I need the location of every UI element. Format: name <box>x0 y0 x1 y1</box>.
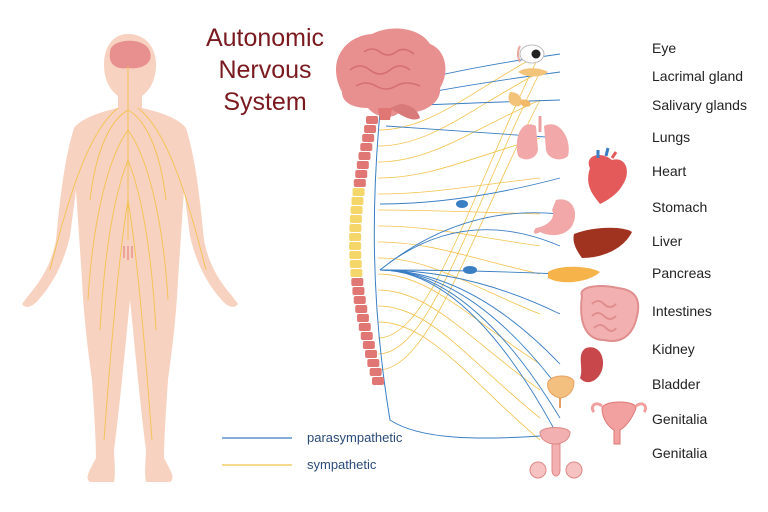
lacrimal-gland-icon <box>518 68 548 77</box>
sympathetic-nerve <box>377 257 541 315</box>
kidney-icon <box>580 347 604 383</box>
title-line-2: Nervous <box>218 56 312 84</box>
vertebra <box>352 287 365 295</box>
lungs-icon <box>516 116 569 160</box>
vertebra <box>355 170 368 178</box>
vertebra <box>356 314 369 322</box>
heart-icon <box>588 147 627 204</box>
parasympathetic-nerve <box>379 269 561 441</box>
vertebra <box>372 377 384 385</box>
figure-nerves <box>49 66 207 441</box>
parasympathetic-nerve <box>379 177 561 205</box>
human-body-figure <box>22 34 238 482</box>
head-brain-icon <box>109 40 151 69</box>
vertebra <box>349 251 362 259</box>
vertebra <box>351 278 364 286</box>
label-stomach: Stomach <box>652 199 708 215</box>
parasympathetic-nerve <box>379 269 561 315</box>
liver-icon <box>573 227 632 258</box>
parasympathetic-nerve <box>379 229 561 271</box>
vertebra <box>367 359 380 367</box>
sympathetic-nerve <box>377 53 541 131</box>
vertebra <box>349 260 362 268</box>
vertebra <box>358 323 371 331</box>
sympathetic-nerve-lines <box>377 53 541 441</box>
vertebra <box>351 197 364 205</box>
sympathetic-nerve <box>377 289 541 391</box>
female-genitalia-icon <box>590 401 648 445</box>
label-kidney: Kidney <box>652 341 695 357</box>
vertebra <box>349 215 362 223</box>
vertebra <box>362 134 375 142</box>
label-eye: Eye <box>652 40 677 56</box>
sympathetic-nerve <box>377 177 541 195</box>
label-genitalia-female: Genitalia <box>652 411 708 427</box>
label-genitalia-male: Genitalia <box>652 445 708 461</box>
label-liver: Liver <box>652 233 683 249</box>
parasympathetic-nerve <box>385 125 561 139</box>
label-pancreas: Pancreas <box>652 265 712 281</box>
vertebra <box>349 233 362 241</box>
parasympathetic-nerve <box>379 269 561 419</box>
male-genitalia-icon <box>529 427 583 479</box>
vertebra <box>356 161 369 169</box>
vertebra <box>358 152 371 160</box>
vertebra <box>350 206 363 214</box>
diagram-title: Autonomic Nervous System <box>190 22 340 118</box>
parasympathetic-nerve <box>379 269 561 391</box>
vertebra <box>349 224 362 232</box>
pancreas-icon <box>548 266 600 283</box>
body-silhouette <box>22 34 238 482</box>
vertebra <box>353 179 366 187</box>
figure-pelvic-nerves <box>123 246 133 260</box>
vertebra <box>366 116 378 124</box>
vertebra <box>355 305 368 313</box>
label-heart: Heart <box>652 163 687 179</box>
vertebra <box>360 143 373 151</box>
vertebra <box>349 242 362 250</box>
sympathetic-nerve <box>377 99 541 163</box>
spinal-column <box>349 116 384 385</box>
vertebra <box>365 350 378 358</box>
vertebra <box>362 341 375 349</box>
vagus-trunk <box>373 111 541 439</box>
sympathetic-nerve <box>377 321 541 441</box>
vertebra <box>352 188 365 196</box>
salivary-glands-icon <box>508 92 531 107</box>
sympathetic-nerve <box>377 137 541 179</box>
vertebra <box>353 296 366 304</box>
vertebra <box>350 269 363 277</box>
sympathetic-nerve <box>377 225 541 247</box>
brain-illustration <box>335 28 446 120</box>
title-line-1: Autonomic <box>205 24 325 52</box>
parasympathetic-nerve <box>379 212 561 271</box>
title-line-3: System <box>223 88 307 116</box>
stomach-icon <box>533 199 576 236</box>
label-intestines: Intestines <box>652 303 712 319</box>
lower-ganglion-icon <box>463 266 477 274</box>
legend-parasympathetic-label: parasympathetic <box>307 430 403 445</box>
parasympathetic-nerve <box>379 269 561 365</box>
sympathetic-nerve <box>377 71 541 147</box>
label-lacrimal-gland: Lacrimal gland <box>652 68 744 84</box>
vertebra <box>364 125 377 133</box>
label-lungs: Lungs <box>652 129 691 145</box>
sympathetic-nerve <box>377 53 541 339</box>
legend-sympathetic-label: sympathetic <box>307 457 377 472</box>
vertebra <box>360 332 373 340</box>
eye-icon <box>517 44 545 64</box>
bladder-icon <box>547 375 575 408</box>
sympathetic-nerve <box>377 241 541 275</box>
label-bladder: Bladder <box>652 376 701 392</box>
sympathetic-nerve <box>377 273 541 365</box>
intestines-icon <box>580 285 640 342</box>
sympathetic-nerve <box>377 305 541 419</box>
label-salivary-glands: Salivary glands <box>652 97 747 113</box>
vertebra <box>369 368 382 376</box>
sympathetic-nerve <box>377 71 541 355</box>
upper-ganglion-icon <box>456 200 468 208</box>
